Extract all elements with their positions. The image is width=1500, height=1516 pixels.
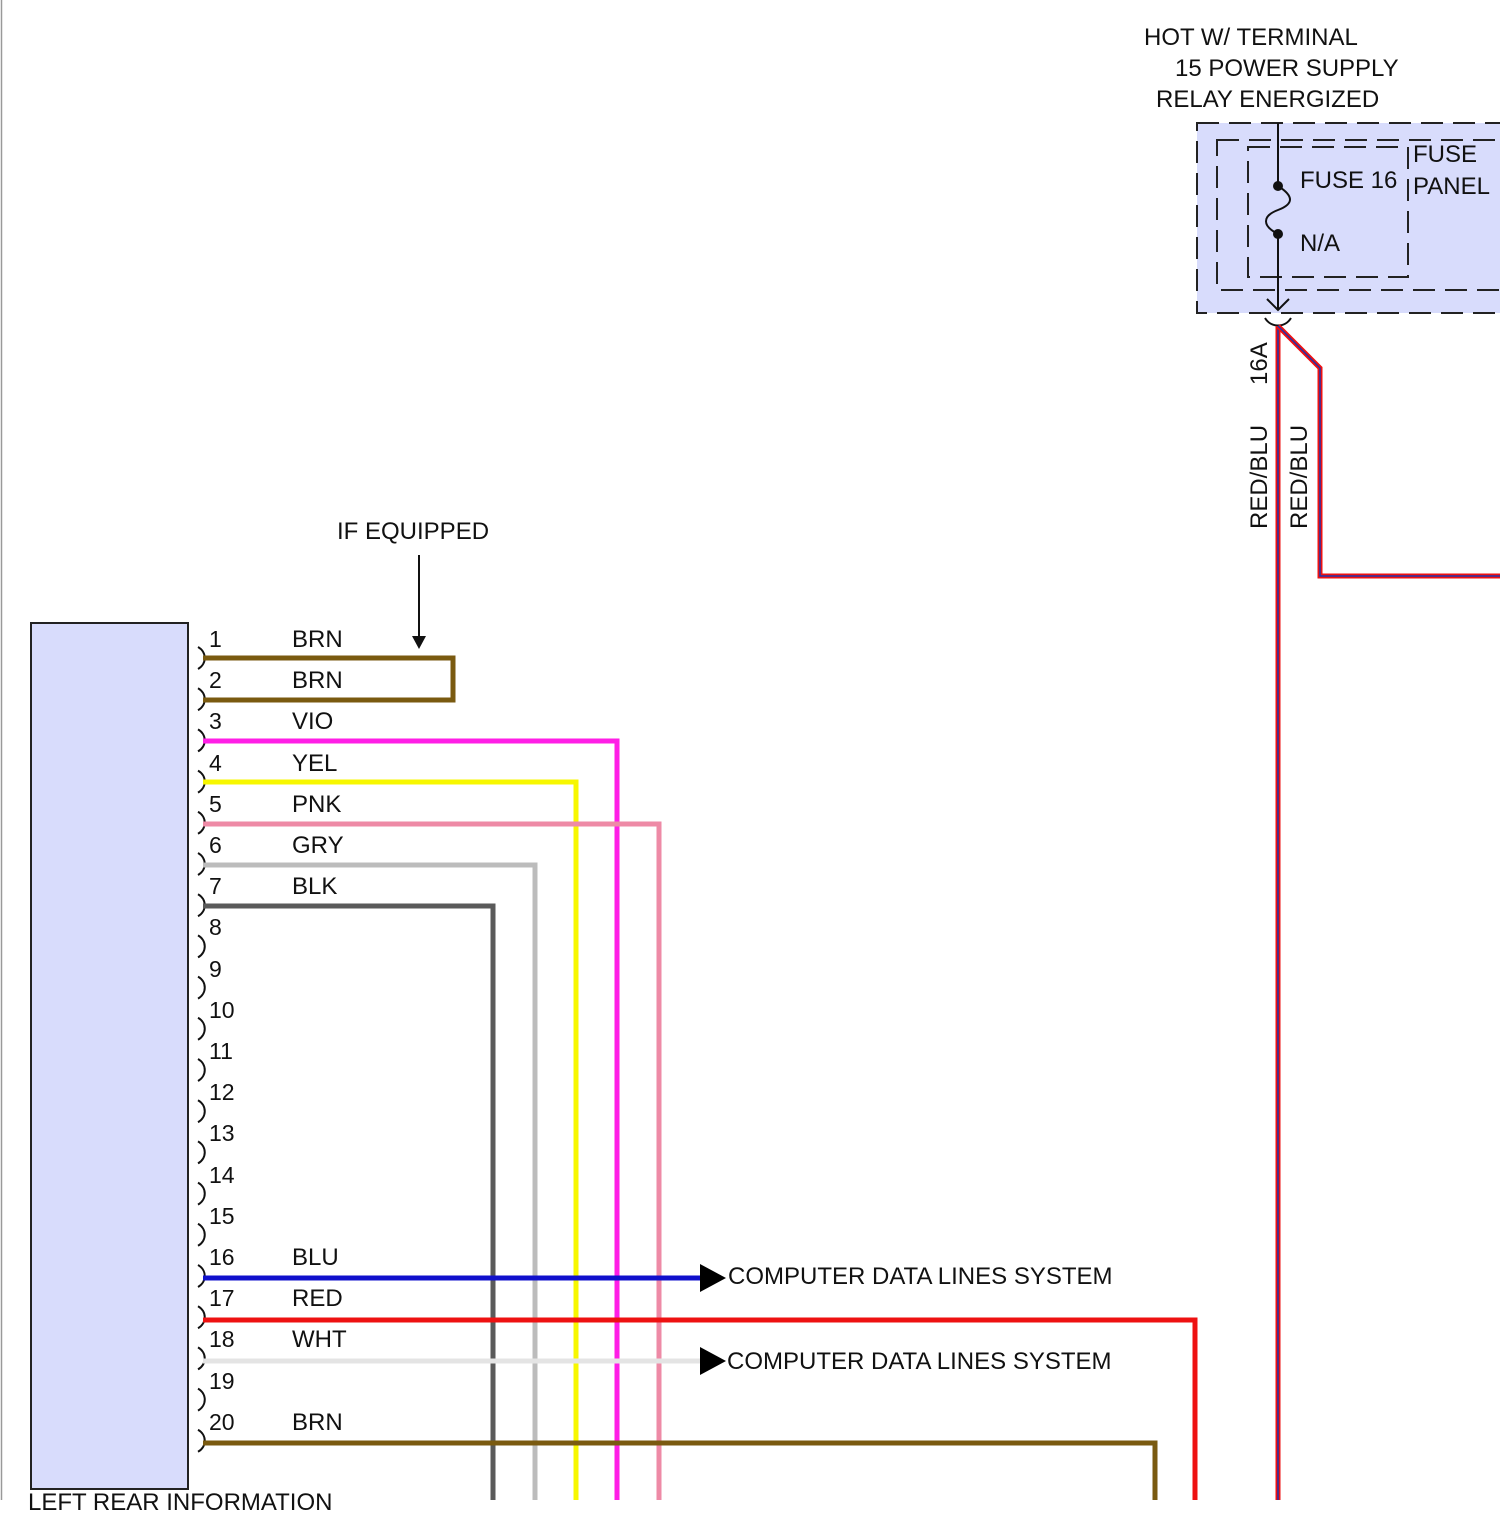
pin-contact-icon xyxy=(198,977,205,999)
pin-wire-color-label: PNK xyxy=(292,793,341,817)
pin-contact-icon xyxy=(198,1183,205,1205)
pin-number: 20 xyxy=(209,1411,235,1434)
pin-number: 16 xyxy=(209,1246,235,1269)
fuse-panel-label-line1: FUSE xyxy=(1413,143,1477,167)
wire-pin20-brn xyxy=(203,1443,1155,1500)
pin-number: 13 xyxy=(209,1122,235,1145)
splice-connector-icon xyxy=(1265,318,1291,326)
pin-number: 3 xyxy=(209,710,222,733)
data-lines-label-1: COMPUTER DATA LINES SYSTEM xyxy=(728,1265,1113,1289)
wire-color-label-right: RED/BLU xyxy=(1288,425,1312,529)
pin-number: 4 xyxy=(209,752,222,775)
pin-number: 1 xyxy=(209,628,222,651)
fuse-panel-label-line2: PANEL xyxy=(1413,175,1490,199)
pin-contact-icon xyxy=(198,1306,205,1328)
wire-pin7-blk xyxy=(203,906,493,1500)
power-heading-line1: HOT W/ TERMINAL xyxy=(1144,26,1358,50)
pin-number: 19 xyxy=(209,1370,235,1393)
pin-wire-color-label: RED xyxy=(292,1287,343,1311)
pin-contact-icon xyxy=(198,1100,205,1122)
pin-wire-color-label: BRN xyxy=(292,628,343,652)
pin-wire-color-label: GRY xyxy=(292,834,344,858)
data-lines-label-2: COMPUTER DATA LINES SYSTEM xyxy=(727,1350,1112,1374)
wire-pin17-red xyxy=(203,1320,1195,1500)
pin-number: 15 xyxy=(209,1205,235,1228)
pin-contact-icon xyxy=(198,1347,205,1369)
pin-wire-color-label: BLU xyxy=(292,1246,339,1270)
component-name-label: LEFT REAR INFORMATION xyxy=(28,1491,332,1515)
pin-number: 2 xyxy=(209,669,222,692)
pin-contact-icon xyxy=(198,1059,205,1081)
pin-wire-color-label: BLK xyxy=(292,875,337,899)
data-line-arrow-1-icon xyxy=(700,1264,726,1292)
wire-size-label: 16A xyxy=(1248,342,1272,385)
fuse-name: FUSE 16 xyxy=(1300,169,1397,193)
pin-wire-color-label: WHT xyxy=(292,1328,347,1352)
pin-number: 14 xyxy=(209,1164,235,1187)
pin-number: 12 xyxy=(209,1081,235,1104)
wire-pin4-yel xyxy=(203,782,576,1500)
pin-wire-color-label: BRN xyxy=(292,669,343,693)
pin-number: 7 xyxy=(209,875,222,898)
fuse-rating: N/A xyxy=(1300,232,1340,256)
connector-module-box xyxy=(31,623,188,1489)
pin-contact-icon xyxy=(198,935,205,957)
pin-contact-icon xyxy=(198,1224,205,1246)
wire-pin5-pnk xyxy=(203,824,659,1500)
pin-number: 11 xyxy=(209,1040,233,1063)
pin-wire-color-label: YEL xyxy=(292,752,337,776)
pin-contact-icon xyxy=(198,1389,205,1411)
if-equipped-arrow-head-icon xyxy=(412,636,426,649)
pin-number: 18 xyxy=(209,1328,235,1351)
pin-number: 10 xyxy=(209,999,235,1022)
pin-number: 9 xyxy=(209,958,222,981)
if-equipped-label: IF EQUIPPED xyxy=(337,520,489,544)
pin-contact-icon xyxy=(198,1018,205,1040)
pin-wire-color-label: BRN xyxy=(292,1411,343,1435)
power-heading-line3: RELAY ENERGIZED xyxy=(1156,88,1379,112)
pin-number: 5 xyxy=(209,793,222,816)
power-heading-line2: 15 POWER SUPPLY xyxy=(1175,57,1399,81)
pin-number: 8 xyxy=(209,916,222,939)
wire-color-label-left: RED/BLU xyxy=(1248,425,1272,529)
pin-contact-icon xyxy=(198,1141,205,1163)
pin-number: 17 xyxy=(209,1287,235,1310)
wire-pin3-vio xyxy=(203,741,617,1500)
pin-wire-color-label: VIO xyxy=(292,710,333,734)
data-line-arrow-2-icon xyxy=(700,1347,726,1375)
wire-pin6-gry xyxy=(203,865,535,1500)
pin-number: 6 xyxy=(209,834,222,857)
